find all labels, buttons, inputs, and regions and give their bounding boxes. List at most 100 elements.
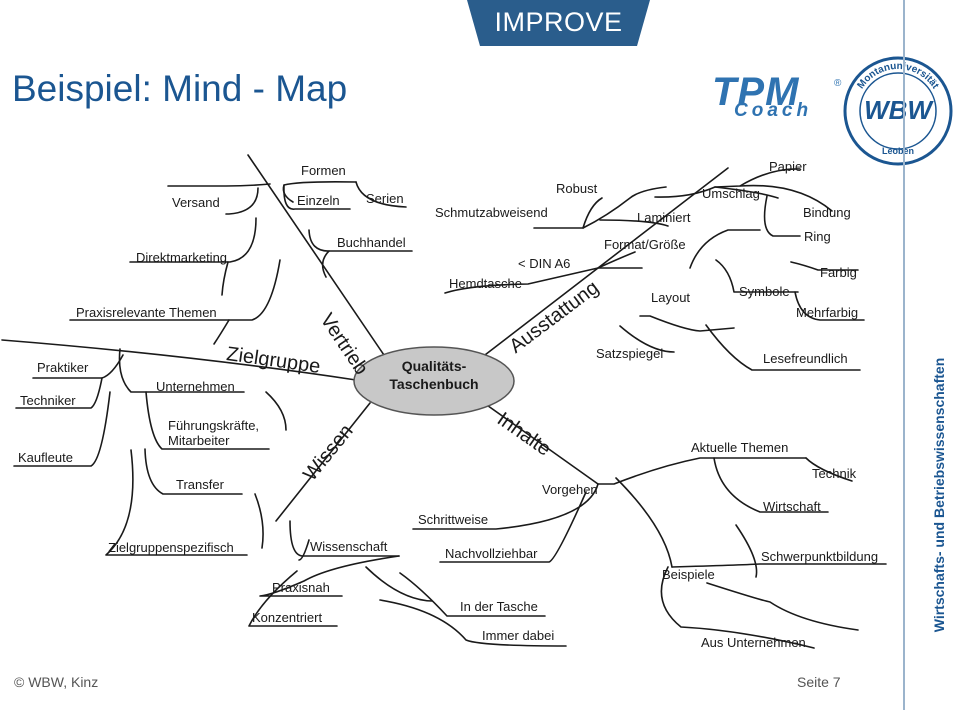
label-beispiele: Beispiele bbox=[662, 567, 715, 582]
improve-tab-shape bbox=[467, 0, 650, 46]
label-transfer: Transfer bbox=[176, 477, 224, 492]
line-in-der-tasche bbox=[399, 572, 546, 617]
label-symbole: Symbole bbox=[739, 284, 790, 299]
seal-center-text: WBW bbox=[864, 95, 934, 125]
label-zielgruppenspezifisch: Zielgruppenspezifisch bbox=[108, 540, 234, 555]
label-praktiker: Praktiker bbox=[37, 360, 89, 375]
tpm-logo-main: TPM bbox=[712, 70, 800, 114]
tpm-coach-logo: TPM Coach ® bbox=[712, 70, 842, 124]
wbw-seal-logo: Montanuniversität WBW Leoben bbox=[843, 56, 953, 166]
line-kaufleute bbox=[13, 391, 111, 467]
label-umschlag: Umschlag bbox=[702, 186, 760, 201]
tpm-logo-sub: Coach bbox=[734, 100, 813, 121]
label-vorgehen: Vorgehen bbox=[542, 482, 598, 497]
line-konzentriert bbox=[248, 570, 338, 627]
label-bindung: Bindung bbox=[803, 205, 851, 220]
label-schwerpunktbildung: Schwerpunktbildung bbox=[761, 549, 879, 564]
line-buchhandel bbox=[308, 229, 413, 252]
branch-line-zielgruppe bbox=[1, 339, 357, 381]
improve-tab-label: IMPROVE bbox=[494, 7, 623, 37]
label-direktmarketing: Direktmarketing bbox=[136, 250, 228, 265]
label-layout: Layout bbox=[651, 290, 691, 305]
line-satzspiegel bbox=[619, 325, 675, 353]
line-transfer bbox=[144, 448, 243, 495]
label-din-a6: < DIN A6 bbox=[518, 256, 571, 271]
line-nachvollziehbar bbox=[439, 491, 587, 563]
branch-line-ausstattung bbox=[480, 167, 729, 359]
label-schrittweise: Schrittweise bbox=[418, 512, 489, 527]
branch-line-wissen bbox=[275, 402, 371, 522]
line-aktuelle-themen bbox=[597, 457, 807, 485]
footer-copyright: © WBW, Kinz bbox=[14, 674, 99, 690]
line-lesefreundlich bbox=[705, 324, 861, 371]
label-immer-dabei: Immer dabei bbox=[482, 628, 555, 643]
label-versand: Versand bbox=[172, 195, 220, 210]
label-in-der-tasche: In der Tasche bbox=[460, 599, 538, 614]
label-schmutzabweisend: Schmutzabweisend bbox=[435, 205, 548, 220]
line-farbig bbox=[790, 261, 859, 271]
sidebar-vertical-text: Wirtschafts- und Betriebswissenschaften bbox=[931, 357, 947, 633]
center-node-label: Qualitäts- Taschenbuch bbox=[354, 358, 514, 393]
label-robust: Robust bbox=[556, 181, 598, 196]
line-immer-dabei bbox=[379, 599, 567, 647]
center-node-ellipse bbox=[353, 346, 515, 416]
label-farbig: Farbig bbox=[820, 265, 857, 280]
line-praxisrelevant bbox=[69, 259, 281, 321]
line-fuehrungskraefte bbox=[145, 391, 270, 450]
line-format bbox=[689, 229, 761, 269]
line-schrittweise bbox=[412, 483, 599, 530]
label-aktuelle-themen: Aktuelle Themen bbox=[691, 440, 789, 455]
sidebar-divider bbox=[903, 0, 905, 710]
line-praxisnah bbox=[259, 555, 400, 597]
line-layout bbox=[639, 315, 735, 332]
label-wirtschaft: Wirtschaft bbox=[763, 499, 821, 514]
line-unternehmen bbox=[118, 348, 245, 393]
label-fuehrungskraefte: Führungskräfte, bbox=[168, 418, 260, 433]
improve-tab: IMPROVE bbox=[467, 0, 650, 46]
label-nachvollziehbar: Nachvollziehbar bbox=[445, 546, 538, 561]
line-aus-unternehmen bbox=[660, 566, 815, 649]
label-einzeln: Einzeln bbox=[297, 193, 340, 208]
center-node-text: Qualitäts- Taschenbuch bbox=[389, 358, 479, 392]
line-wirtschaft bbox=[713, 457, 829, 513]
line-robust bbox=[533, 186, 667, 229]
line-symbole bbox=[715, 259, 799, 293]
label-format-groesse: Format/Größe bbox=[604, 237, 686, 252]
line-bindung bbox=[739, 184, 833, 212]
label-unternehmen: Unternehmen bbox=[156, 379, 235, 394]
tpm-logo-registered: ® bbox=[834, 78, 842, 89]
branch-line-inhalte bbox=[483, 402, 599, 485]
label-serien: Serien bbox=[366, 191, 404, 206]
label-praxisnah: Praxisnah bbox=[272, 580, 330, 595]
line-versand bbox=[167, 183, 271, 187]
line-beispiele bbox=[615, 477, 673, 568]
label-techniker: Techniker bbox=[20, 393, 76, 408]
line-technik bbox=[805, 457, 853, 482]
label-formen: Formen bbox=[301, 163, 346, 178]
label-mehrfarbig: Mehrfarbig bbox=[796, 305, 859, 320]
line-schwerpunkt bbox=[671, 563, 887, 568]
label-mitarbeiter: Mitarbeiter bbox=[168, 433, 230, 448]
footer-page-number: Seite 7 bbox=[797, 674, 841, 690]
seal-bottom-text: Leoben bbox=[882, 146, 914, 156]
label-konzentriert: Konzentriert bbox=[252, 610, 323, 625]
label-buchhandel: Buchhandel bbox=[337, 235, 406, 250]
label-hemdtasche: Hemdtasche bbox=[449, 276, 522, 291]
line-laminiert bbox=[599, 219, 669, 227]
line-hemdtasche bbox=[444, 251, 636, 294]
line-techniker bbox=[15, 377, 103, 409]
label-laminiert: Laminiert bbox=[637, 210, 691, 225]
label-ring: Ring bbox=[804, 229, 831, 244]
label-praxisrelevante-themen: Praxisrelevante Themen bbox=[76, 305, 217, 320]
label-aus-unternehmen: Aus Unternehmen bbox=[701, 635, 806, 650]
label-papier: Papier bbox=[769, 159, 807, 174]
branch-line-vertrieb bbox=[247, 154, 387, 359]
page-title: Beispiel: Mind - Map bbox=[12, 68, 348, 109]
label-technik: Technik bbox=[812, 466, 857, 481]
line-umschlag bbox=[714, 186, 779, 199]
line-mehrfarbig bbox=[794, 291, 865, 321]
line-ring bbox=[763, 195, 801, 237]
label-kaufleute: Kaufleute bbox=[18, 450, 73, 465]
line-zielgruppenspezifisch bbox=[105, 449, 248, 556]
label-wissenschaft: Wissenschaft bbox=[310, 539, 388, 554]
